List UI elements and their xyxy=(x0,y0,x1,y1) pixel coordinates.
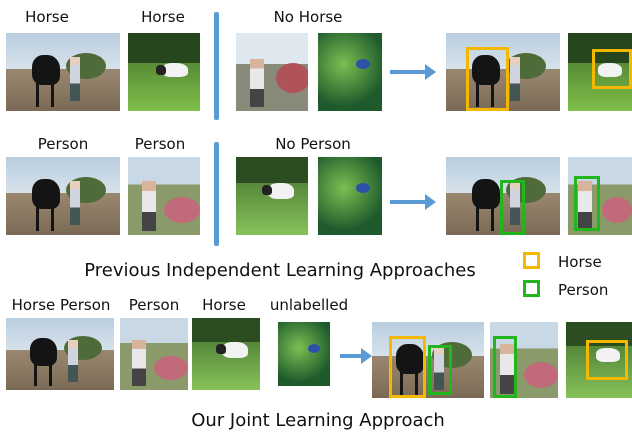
row1-arrow xyxy=(390,64,436,80)
row2-divider xyxy=(214,142,219,246)
row3-arrow xyxy=(340,348,372,364)
row2-result-person-garden xyxy=(568,157,632,235)
row1-horse-box-2 xyxy=(592,49,632,89)
row3-label-horse: Horse xyxy=(202,296,246,314)
legend-person-swatch xyxy=(523,280,540,297)
row3-image-horse-person xyxy=(6,318,114,390)
row2-person-box-1 xyxy=(500,180,525,235)
row1-image-no-horse-person xyxy=(236,33,308,111)
row1-image-horse-person xyxy=(6,33,120,111)
row2-arrow xyxy=(390,194,436,210)
section1-title: Previous Independent Learning Approaches xyxy=(84,260,476,281)
row1-horse-box-1 xyxy=(466,47,509,111)
row2-result-horse-person xyxy=(446,157,560,235)
row3-person-box-1 xyxy=(428,345,452,395)
row3-label-unlabelled: unlabelled xyxy=(269,296,349,314)
legend-horse-swatch xyxy=(523,252,540,269)
row2-label-person-1: Person xyxy=(37,135,89,153)
row2-label-person-2: Person xyxy=(134,135,186,153)
row2-label-no-person: No Person xyxy=(275,135,351,153)
row3-image-person xyxy=(120,318,188,390)
row2-person-box-2 xyxy=(574,176,600,231)
row2-image-no-person-horse xyxy=(236,157,308,235)
row3-person-box-2 xyxy=(493,336,517,398)
row3-image-unlabelled xyxy=(278,322,330,386)
section2-title: Our Joint Learning Approach xyxy=(191,410,445,431)
row1-label-horse-2: Horse xyxy=(141,8,185,26)
row3-label-person: Person xyxy=(128,296,180,314)
row1-image-horse-grass xyxy=(128,33,200,111)
row1-label-horse-1: Horse xyxy=(25,8,69,26)
row3-horse-box-1 xyxy=(389,336,426,398)
row2-image-horse-person xyxy=(6,157,120,235)
row3-label-horse-person: Horse Person xyxy=(11,296,111,314)
row1-result-horse-person xyxy=(446,33,560,111)
row3-image-horse xyxy=(192,318,260,390)
row1-image-no-horse-plant xyxy=(318,33,382,111)
row3-horse-box-2 xyxy=(586,340,628,380)
legend-person-label: Person xyxy=(558,281,609,299)
legend-horse-label: Horse xyxy=(558,253,602,271)
row3-result-person xyxy=(490,322,558,398)
row1-divider xyxy=(214,12,219,120)
row1-label-no-horse: No Horse xyxy=(273,8,343,26)
row2-image-person-garden xyxy=(128,157,200,235)
row1-result-horse-grass xyxy=(568,33,632,111)
row2-image-no-person-plant xyxy=(318,157,382,235)
